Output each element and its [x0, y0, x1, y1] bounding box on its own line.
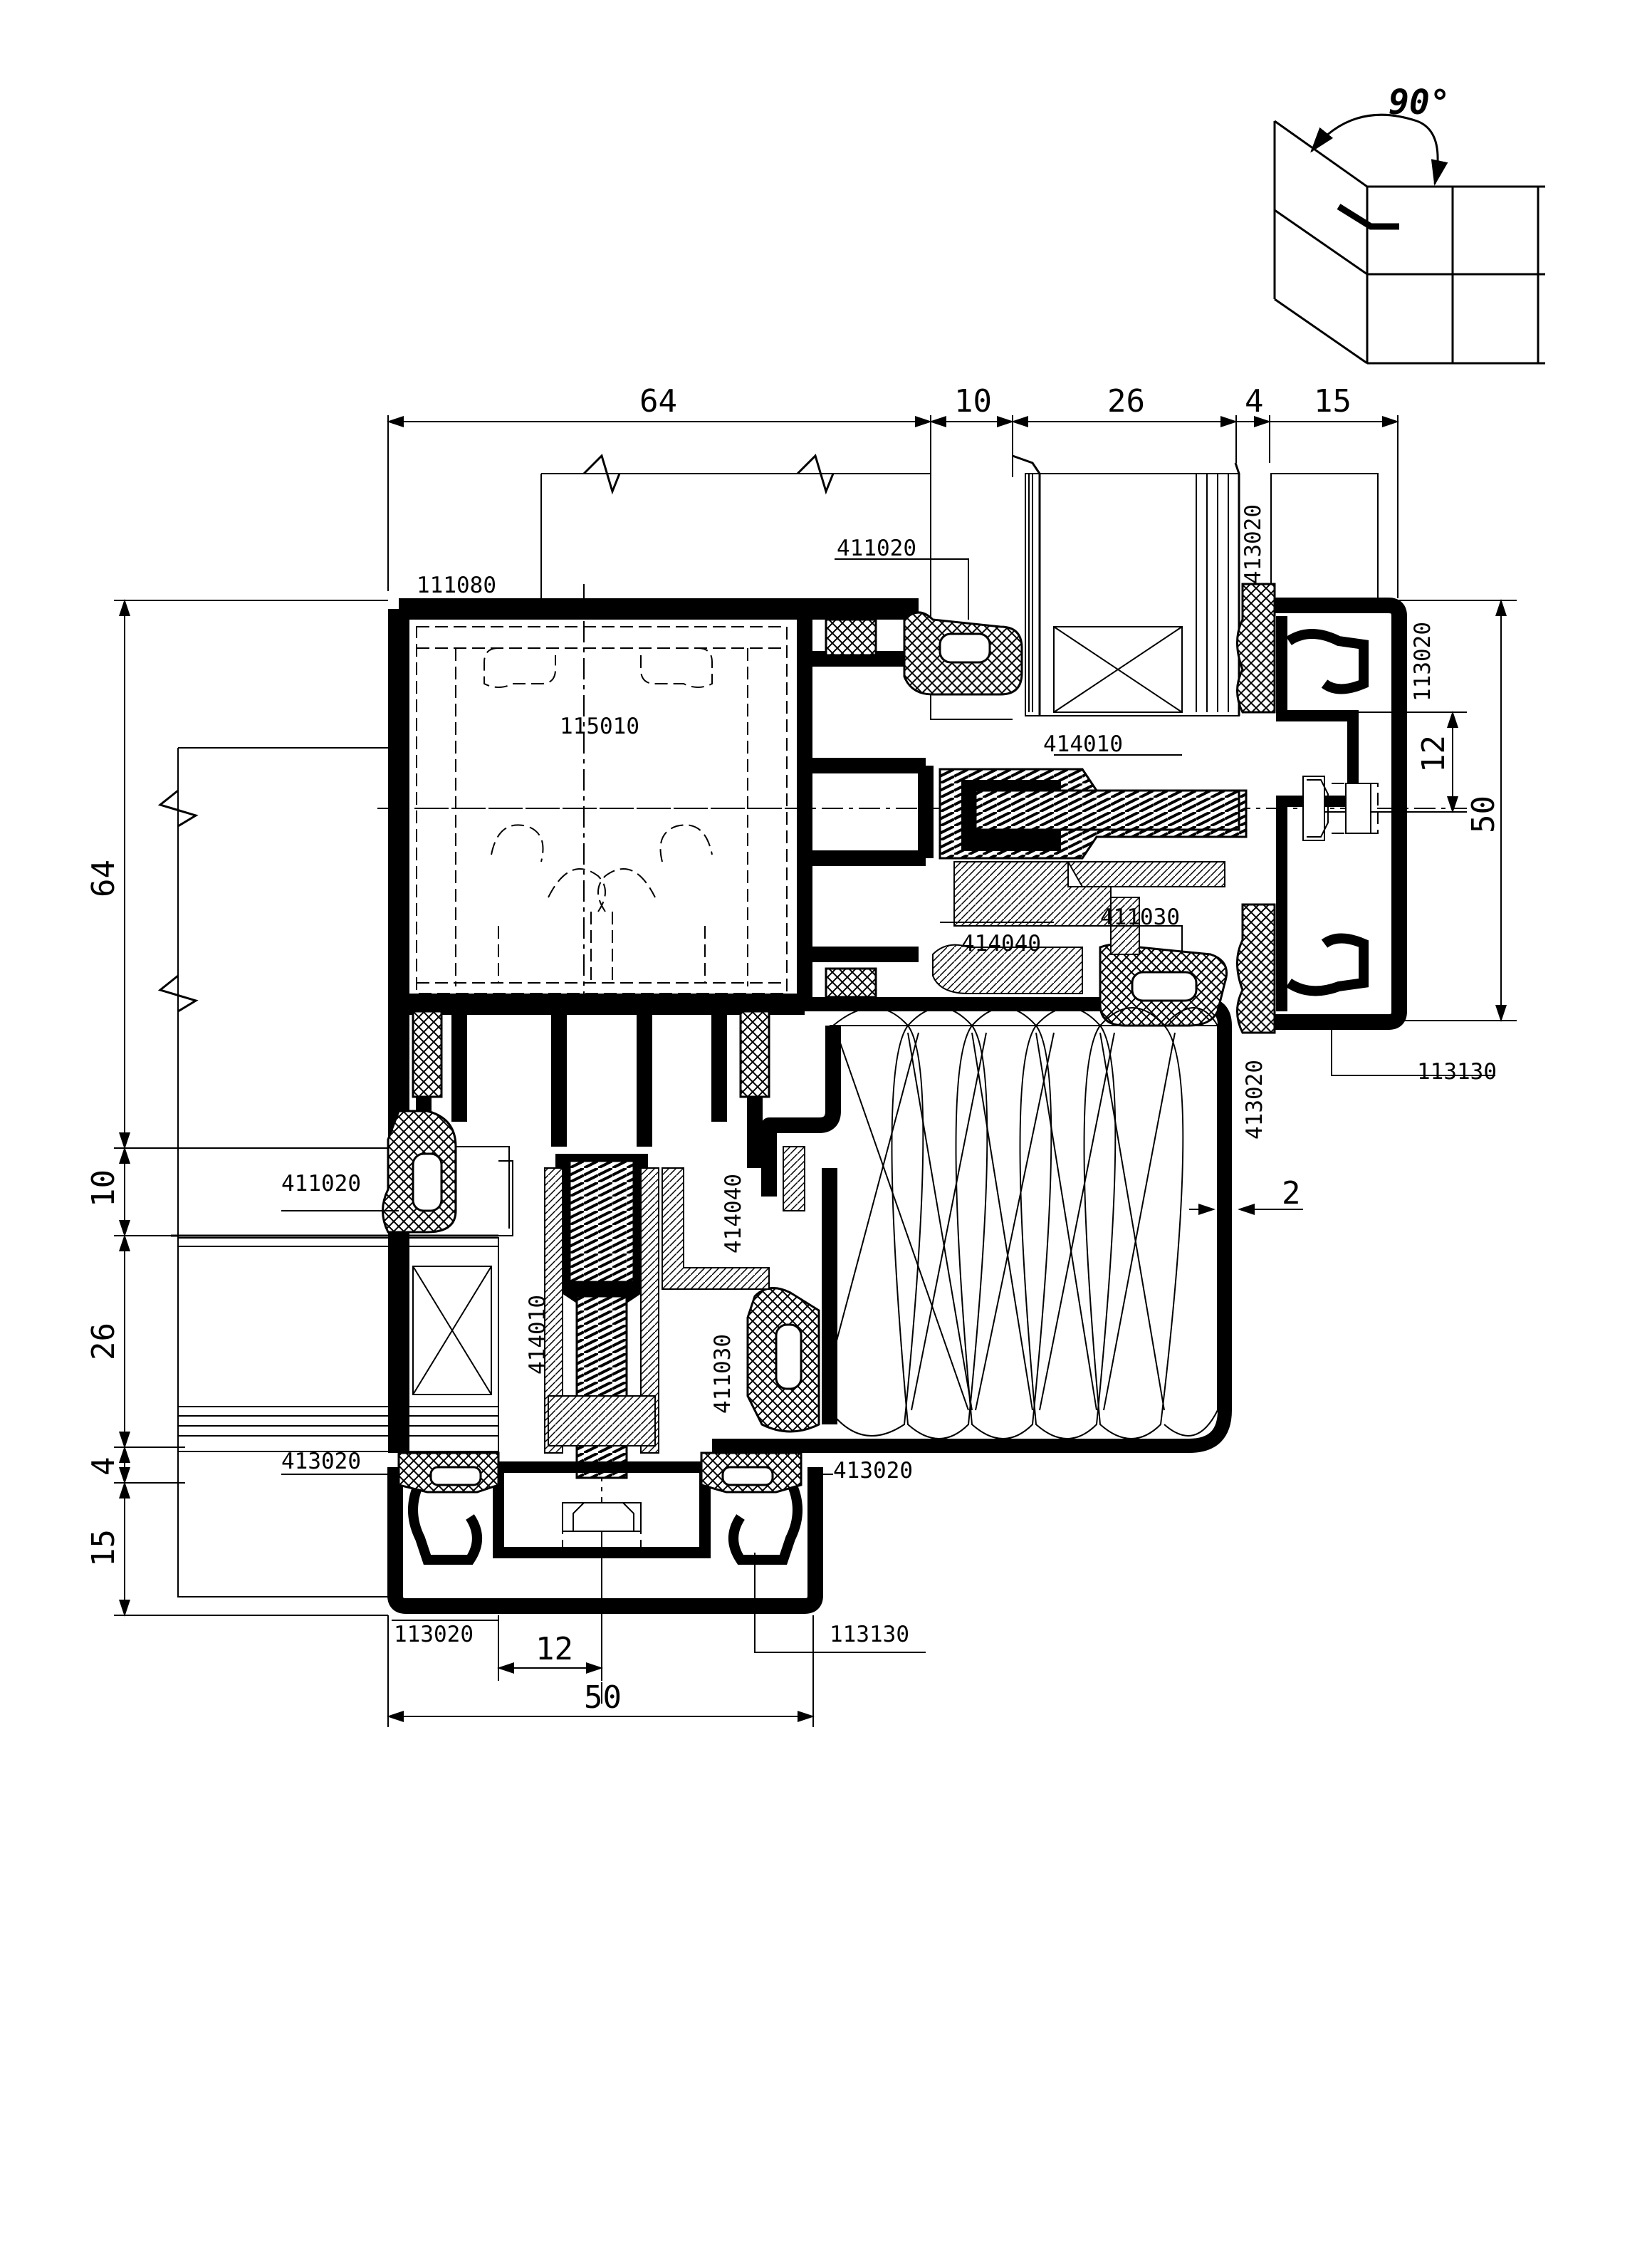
- label-414040-left-vertical: 414040: [721, 1174, 746, 1253]
- label-414010-left-vertical: 414010: [525, 1295, 550, 1375]
- label-113020-right-vertical: 113020: [1410, 622, 1436, 702]
- label-413020-bottom-right: 413020: [833, 1458, 913, 1484]
- left-dimension-chain: 64 10 26 4 15: [85, 599, 388, 1617]
- top-dim-4: 4: [1245, 383, 1264, 419]
- bottom-gaskets-413020: [397, 1451, 803, 1494]
- label-413020-right-vertical: 413020: [1242, 1060, 1267, 1140]
- left-dim-15: 15: [85, 1529, 122, 1567]
- top-gasket-assembly: [825, 611, 1228, 1027]
- insulation-loops: [829, 1007, 1218, 1439]
- left-dim-10: 10: [85, 1169, 122, 1207]
- right-cover-profile: [1267, 598, 1407, 1030]
- label-411030-left-vertical: 411030: [710, 1334, 736, 1414]
- label-414040-top: 414040: [961, 931, 1041, 957]
- label-413020-top-vertical: 413020: [1240, 504, 1266, 584]
- right-dimension-chain: 12 50: [1317, 599, 1517, 1022]
- leader-lines: [182, 558, 1495, 1653]
- label-113020-bottom: 113020: [394, 1622, 474, 1647]
- angle-label: 90°: [1389, 83, 1450, 123]
- left-dim-4: 4: [85, 1457, 122, 1476]
- bottom-dim-12: 12: [535, 1631, 573, 1667]
- left-dim-26: 26: [85, 1323, 122, 1360]
- label-113130-right: 113130: [1417, 1059, 1497, 1085]
- thickness-callout: 2: [1189, 1175, 1303, 1215]
- label-413020-bottom-left: 413020: [281, 1449, 361, 1474]
- label-113130-bottom: 113130: [830, 1622, 909, 1647]
- right-dim-12: 12: [1416, 735, 1452, 773]
- left-dim-64: 64: [85, 860, 122, 897]
- thickness-dim-2: 2: [1282, 1175, 1301, 1211]
- right-gaskets-413020: [1236, 583, 1276, 1034]
- right-dim-50: 50: [1465, 796, 1502, 833]
- corner-angle-icon: 90°: [1273, 83, 1545, 365]
- top-dim-10: 10: [954, 383, 992, 419]
- top-dim-64: 64: [639, 383, 677, 419]
- bottom-dim-50: 50: [584, 1679, 622, 1716]
- label-411020-left: 411020: [281, 1171, 361, 1197]
- label-111080: 111080: [417, 573, 496, 598]
- top-dimension-chain: 64 10 26 4 15: [387, 383, 1399, 598]
- top-dim-15: 15: [1314, 383, 1352, 419]
- part-labels: 111080 115010 411020 414010 414040 41103…: [281, 504, 1497, 1647]
- label-411020-top: 411020: [837, 536, 916, 561]
- bottom-dimension-chain: 12 50: [387, 1517, 815, 1727]
- left-screw-assembly: [544, 1146, 805, 1479]
- profile-115010: [416, 584, 805, 997]
- label-414010-top: 414010: [1043, 731, 1123, 757]
- top-screw-assembly: [932, 768, 1248, 994]
- top-dim-26: 26: [1107, 383, 1145, 419]
- label-115010: 115010: [560, 714, 639, 739]
- label-411030-top: 411030: [1100, 905, 1180, 930]
- left-gasket-assembly: [382, 1010, 820, 1433]
